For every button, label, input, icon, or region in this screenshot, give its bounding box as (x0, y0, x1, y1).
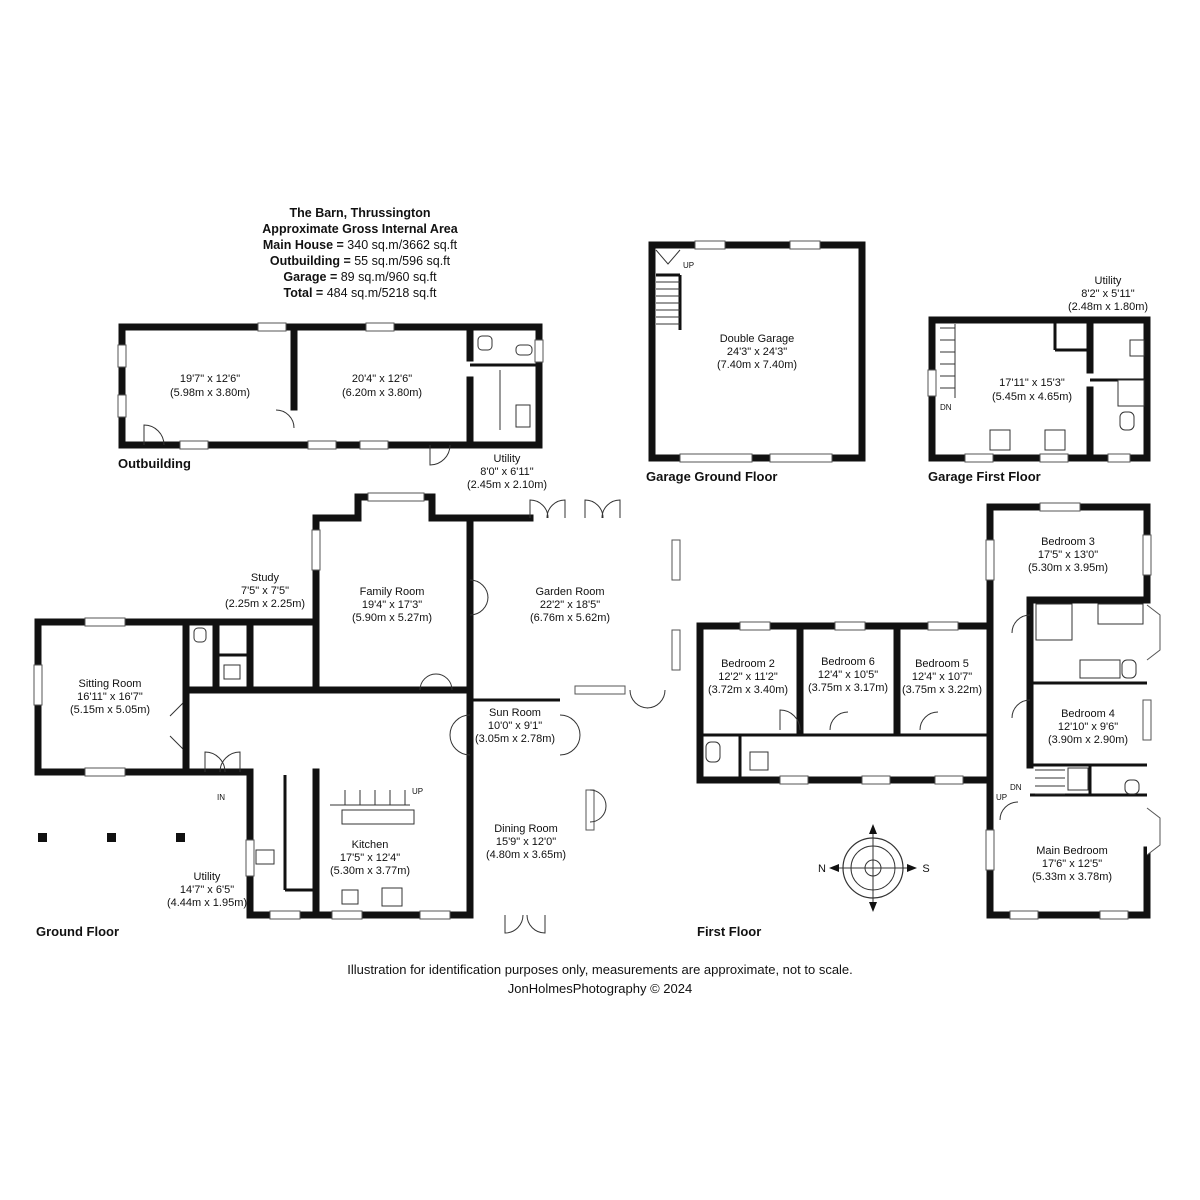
bed3-metric: (5.30m x 3.95m) (1028, 562, 1108, 574)
sun-name: Sun Room (489, 707, 541, 719)
garage-utility-metric: (2.48m x 1.80m) (1068, 301, 1148, 313)
bed2-imperial: 12'2" x 11'2" (718, 671, 778, 683)
main-bed-imperial: 17'6" x 12'5" (1042, 858, 1102, 870)
dining-metric: (4.80m x 3.65m) (486, 849, 566, 861)
double-garage-metric: (7.40m x 7.40m) (717, 359, 797, 371)
study-imperial: 7'5" x 7'5" (241, 585, 289, 597)
gf-utility-metric: (4.44m x 1.95m) (167, 897, 247, 909)
garden-metric: (6.76m x 5.62m) (530, 612, 610, 624)
ground-floor-plan (33, 492, 681, 934)
out-utility-name: Utility (494, 453, 521, 465)
garage-room-imperial: 17'11" x 15'3" (999, 377, 1065, 389)
compass-rose (829, 824, 917, 912)
gf-utility-imperial: 14'7" x 6'5" (180, 884, 234, 896)
bed3-name: Bedroom 3 (1041, 536, 1095, 548)
kitchen-imperial: 17'5" x 12'4" (340, 852, 400, 864)
footer: Illustration for identification purposes… (0, 960, 1200, 998)
study-name: Study (251, 572, 280, 584)
labels: 19'7" x 12'6" (5.98m x 3.80m) 20'4" x 12… (36, 261, 1148, 939)
sitting-name: Sitting Room (79, 678, 142, 690)
double-garage-name: Double Garage (720, 333, 795, 345)
sitting-imperial: 16'11" x 16'7" (77, 691, 143, 703)
study-metric: (2.25m x 2.25m) (225, 598, 305, 610)
floor-label-ground: Ground Floor (36, 924, 119, 939)
area-summary: The Barn, Thrussington Approximate Gross… (180, 205, 540, 301)
first-dn-marker: DN (1010, 783, 1022, 792)
first-floor-plan (696, 502, 1161, 920)
bed6-metric: (3.75m x 3.17m) (808, 682, 888, 694)
bed4-metric: (3.90m x 2.90m) (1048, 734, 1128, 746)
compass-north-label: N (818, 863, 826, 875)
family-name: Family Room (360, 586, 425, 598)
bed5-imperial: 12'4" x 10'7" (912, 671, 972, 683)
bed5-name: Bedroom 5 (915, 658, 969, 670)
garden-name: Garden Room (535, 586, 604, 598)
garage-utility-imperial: 8'2" x 5'11" (1081, 288, 1134, 300)
area-main-house: Main House = 340 sq.m/3662 sq.ft (262, 238, 458, 252)
entrance-in-marker: IN (217, 793, 225, 802)
garage-utility-name: Utility (1095, 275, 1122, 287)
floor-label-first: First Floor (697, 924, 761, 939)
main-bed-name: Main Bedroom (1036, 845, 1108, 857)
dining-name: Dining Room (494, 823, 558, 835)
out-left-metric: (5.98m x 3.80m) (170, 387, 250, 399)
bed4-imperial: 12'10" x 9'6" (1058, 721, 1118, 733)
sun-imperial: 10'0" x 9'1" (488, 720, 542, 732)
kitchen-name: Kitchen (352, 839, 389, 851)
out-utility-imperial: 8'0" x 6'11" (480, 466, 533, 478)
bed5-metric: (3.75m x 3.22m) (902, 684, 982, 696)
disclaimer-text: Illustration for identification purposes… (347, 962, 853, 977)
bed2-name: Bedroom 2 (721, 658, 775, 670)
property-title: The Barn, Thrussington (289, 206, 431, 220)
garage-first-plan (927, 316, 1151, 463)
out-mid-metric: (6.20m x 3.80m) (342, 387, 422, 399)
kitchen-up-marker: UP (412, 787, 423, 796)
garage-dn-marker: DN (940, 403, 952, 412)
out-mid-imperial: 20'4" x 12'6" (352, 373, 412, 385)
area-subtitle: Approximate Gross Internal Area (262, 222, 458, 236)
outbuilding-plan (117, 322, 544, 466)
double-garage-imperial: 24'3" x 24'3" (727, 346, 787, 358)
compass-south-label: S (922, 863, 929, 875)
sitting-metric: (5.15m x 5.05m) (70, 704, 150, 716)
kitchen-metric: (5.30m x 3.77m) (330, 865, 410, 877)
garden-imperial: 22'2" x 18'5" (540, 599, 600, 611)
garage-room-metric: (5.45m x 4.65m) (992, 391, 1072, 403)
garage-up-marker: UP (683, 261, 694, 270)
bed2-metric: (3.72m x 3.40m) (708, 684, 788, 696)
out-utility-metric: (2.45m x 2.10m) (467, 479, 547, 491)
gf-utility-name: Utility (194, 871, 221, 883)
dining-imperial: 15'9" x 12'0" (496, 836, 556, 848)
floor-label-outbuilding: Outbuilding (118, 456, 191, 471)
bed6-name: Bedroom 6 (821, 656, 875, 668)
bed6-imperial: 12'4" x 10'5" (818, 669, 878, 681)
area-total: Total = 484 sq.m/5218 sq.ft (283, 286, 437, 300)
first-up-marker: UP (996, 793, 1007, 802)
garage-ground-plan (648, 240, 866, 463)
sun-metric: (3.05m x 2.78m) (475, 733, 555, 745)
area-outbuilding: Outbuilding = 55 sq.m/596 sq.ft (269, 254, 451, 268)
credit-text: JonHolmesPhotography © 2024 (507, 981, 693, 996)
bed3-imperial: 17'5" x 13'0" (1038, 549, 1098, 561)
family-metric: (5.90m x 5.27m) (352, 612, 432, 624)
family-imperial: 19'4" x 17'3" (362, 599, 422, 611)
out-left-imperial: 19'7" x 12'6" (180, 373, 240, 385)
bed4-name: Bedroom 4 (1061, 708, 1115, 720)
floor-label-garage-ground: Garage Ground Floor (646, 469, 777, 484)
main-bed-metric: (5.33m x 3.78m) (1032, 871, 1112, 883)
area-garage: Garage = 89 sq.m/960 sq.ft (283, 270, 437, 284)
floor-label-garage-first: Garage First Floor (928, 469, 1041, 484)
